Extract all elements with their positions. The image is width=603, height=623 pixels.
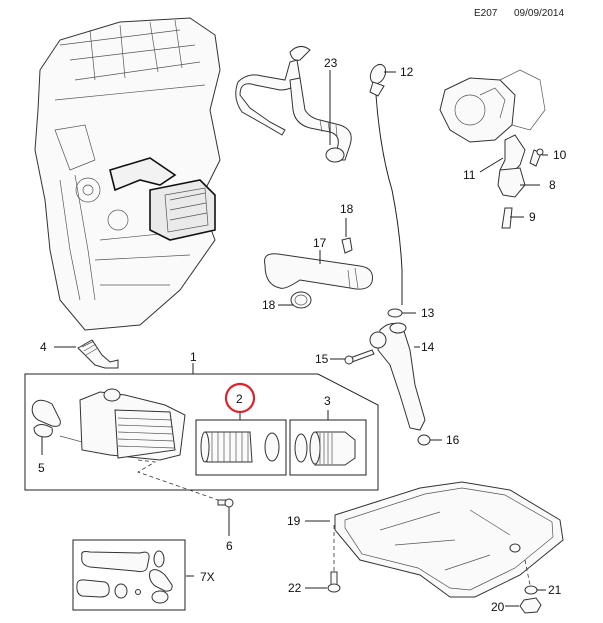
part-20-drain-plug: [519, 597, 542, 614]
callout-11[interactable]: 11: [463, 168, 476, 182]
part-17-hose: [264, 253, 373, 290]
callout-20[interactable]: 20: [491, 600, 505, 614]
part-turbo-assembly: [439, 69, 546, 143]
part-2-box: [195, 413, 287, 476]
callout-17[interactable]: 17: [313, 236, 327, 250]
part-6-bolt: [217, 498, 234, 536]
part-7x-gasket-set: [72, 539, 194, 611]
callout-18-bottom[interactable]: 18: [262, 298, 276, 312]
oil-cooler-housing: [59, 388, 186, 461]
callout-5[interactable]: 5: [38, 461, 45, 475]
callout-2[interactable]: 2: [236, 392, 243, 406]
callout-3[interactable]: 3: [324, 394, 331, 408]
part-3-box: [289, 410, 367, 476]
callout-8[interactable]: 8: [549, 178, 556, 192]
callout-15[interactable]: 15: [315, 352, 329, 366]
callout-13[interactable]: 13: [421, 306, 435, 320]
callout-9[interactable]: 9: [529, 210, 536, 224]
part-13-seal: [387, 308, 403, 318]
part-2-highlight-circle[interactable]: [224, 382, 256, 414]
part-23-ventilation-pipe: [235, 46, 352, 163]
part-10-bolt: [529, 148, 544, 167]
part-16-seal: [417, 434, 431, 446]
callout-14[interactable]: 14: [421, 340, 435, 354]
callout-16[interactable]: 16: [446, 433, 460, 447]
part-5-gaskets: [31, 399, 61, 438]
callout-4[interactable]: 4: [40, 340, 47, 354]
part-4-connector: [77, 339, 119, 369]
leader-lines: [41, 70, 548, 607]
callout-1[interactable]: 1: [190, 350, 197, 364]
callout-23[interactable]: 23: [324, 56, 338, 70]
part-19-oil-pan: [334, 481, 564, 598]
part-18-clip-bottom: [290, 291, 312, 309]
diagram-date: 09/09/2014: [514, 8, 565, 19]
callout-6[interactable]: 6: [226, 539, 233, 553]
part-22-bolt: [327, 571, 341, 593]
part-9-sleeve: [501, 207, 513, 229]
diagram-code: E207: [474, 8, 498, 19]
part-14-oil-pipe: [369, 322, 426, 431]
callout-22[interactable]: 22: [288, 581, 302, 595]
part-15-bolt: [344, 349, 375, 365]
part-18-clip-top: [341, 237, 353, 254]
callout-7x[interactable]: 7X: [200, 570, 215, 584]
part-1-group-frame: [24, 363, 379, 491]
callout-21[interactable]: 21: [548, 583, 562, 597]
callout-19[interactable]: 19: [287, 514, 301, 528]
part-21-seal: [524, 585, 538, 595]
engine-illustration: [34, 17, 221, 331]
part-8-pipe: [497, 134, 526, 198]
callout-10[interactable]: 10: [553, 148, 567, 162]
callout-18-top[interactable]: 18: [340, 202, 354, 216]
part-12-dipstick: [369, 63, 403, 305]
callout-12[interactable]: 12: [400, 65, 414, 79]
